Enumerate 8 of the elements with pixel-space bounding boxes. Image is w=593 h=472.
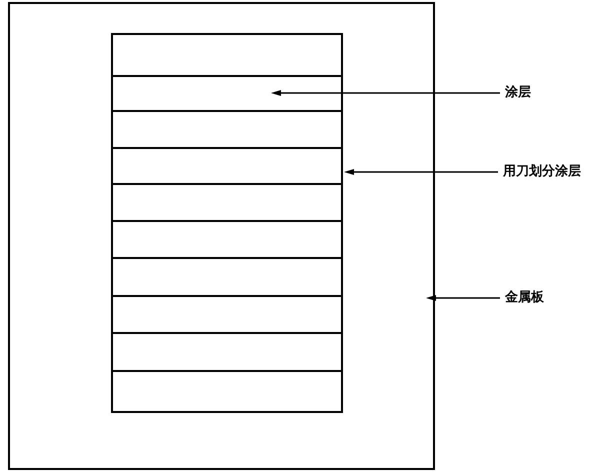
coating-area <box>111 33 343 413</box>
callout-label: 金属板 <box>505 290 544 306</box>
callout-label: 用刀划分涂层 <box>503 164 581 180</box>
callout-label: 涂层 <box>505 85 531 101</box>
metal-plate <box>8 2 435 470</box>
leader-arrow <box>426 295 500 301</box>
leader-arrow <box>271 90 500 96</box>
leader-arrow <box>344 169 498 175</box>
